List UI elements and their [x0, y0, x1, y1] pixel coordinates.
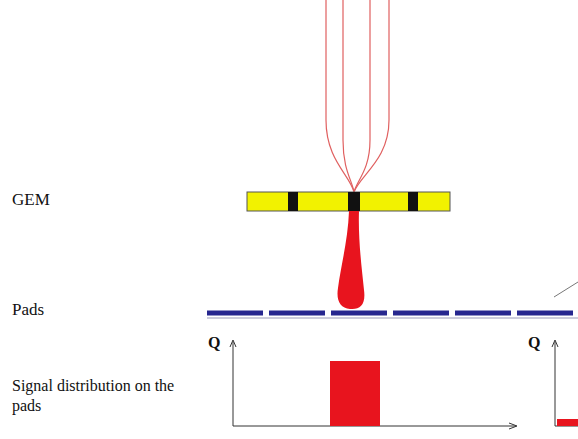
signal-bar: [330, 361, 380, 426]
gem-holes: [288, 192, 418, 211]
gem-foil: [247, 192, 450, 211]
leader-line: [554, 282, 578, 297]
part-label: Pads: [12, 300, 44, 320]
axis-label: Q: [208, 334, 220, 352]
field-lines: [326, 0, 389, 192]
readout-pads: [207, 311, 578, 316]
part-label: GEM: [12, 190, 50, 210]
pad-plane: [207, 318, 578, 319]
plot-label: Signal distribution on the pads: [12, 376, 202, 416]
signal-bar: [557, 419, 578, 426]
signal-axes: [230, 340, 517, 429]
signal-axes: [552, 340, 578, 426]
electron-avalanche: [338, 211, 365, 309]
axis-label: Q: [528, 334, 540, 352]
